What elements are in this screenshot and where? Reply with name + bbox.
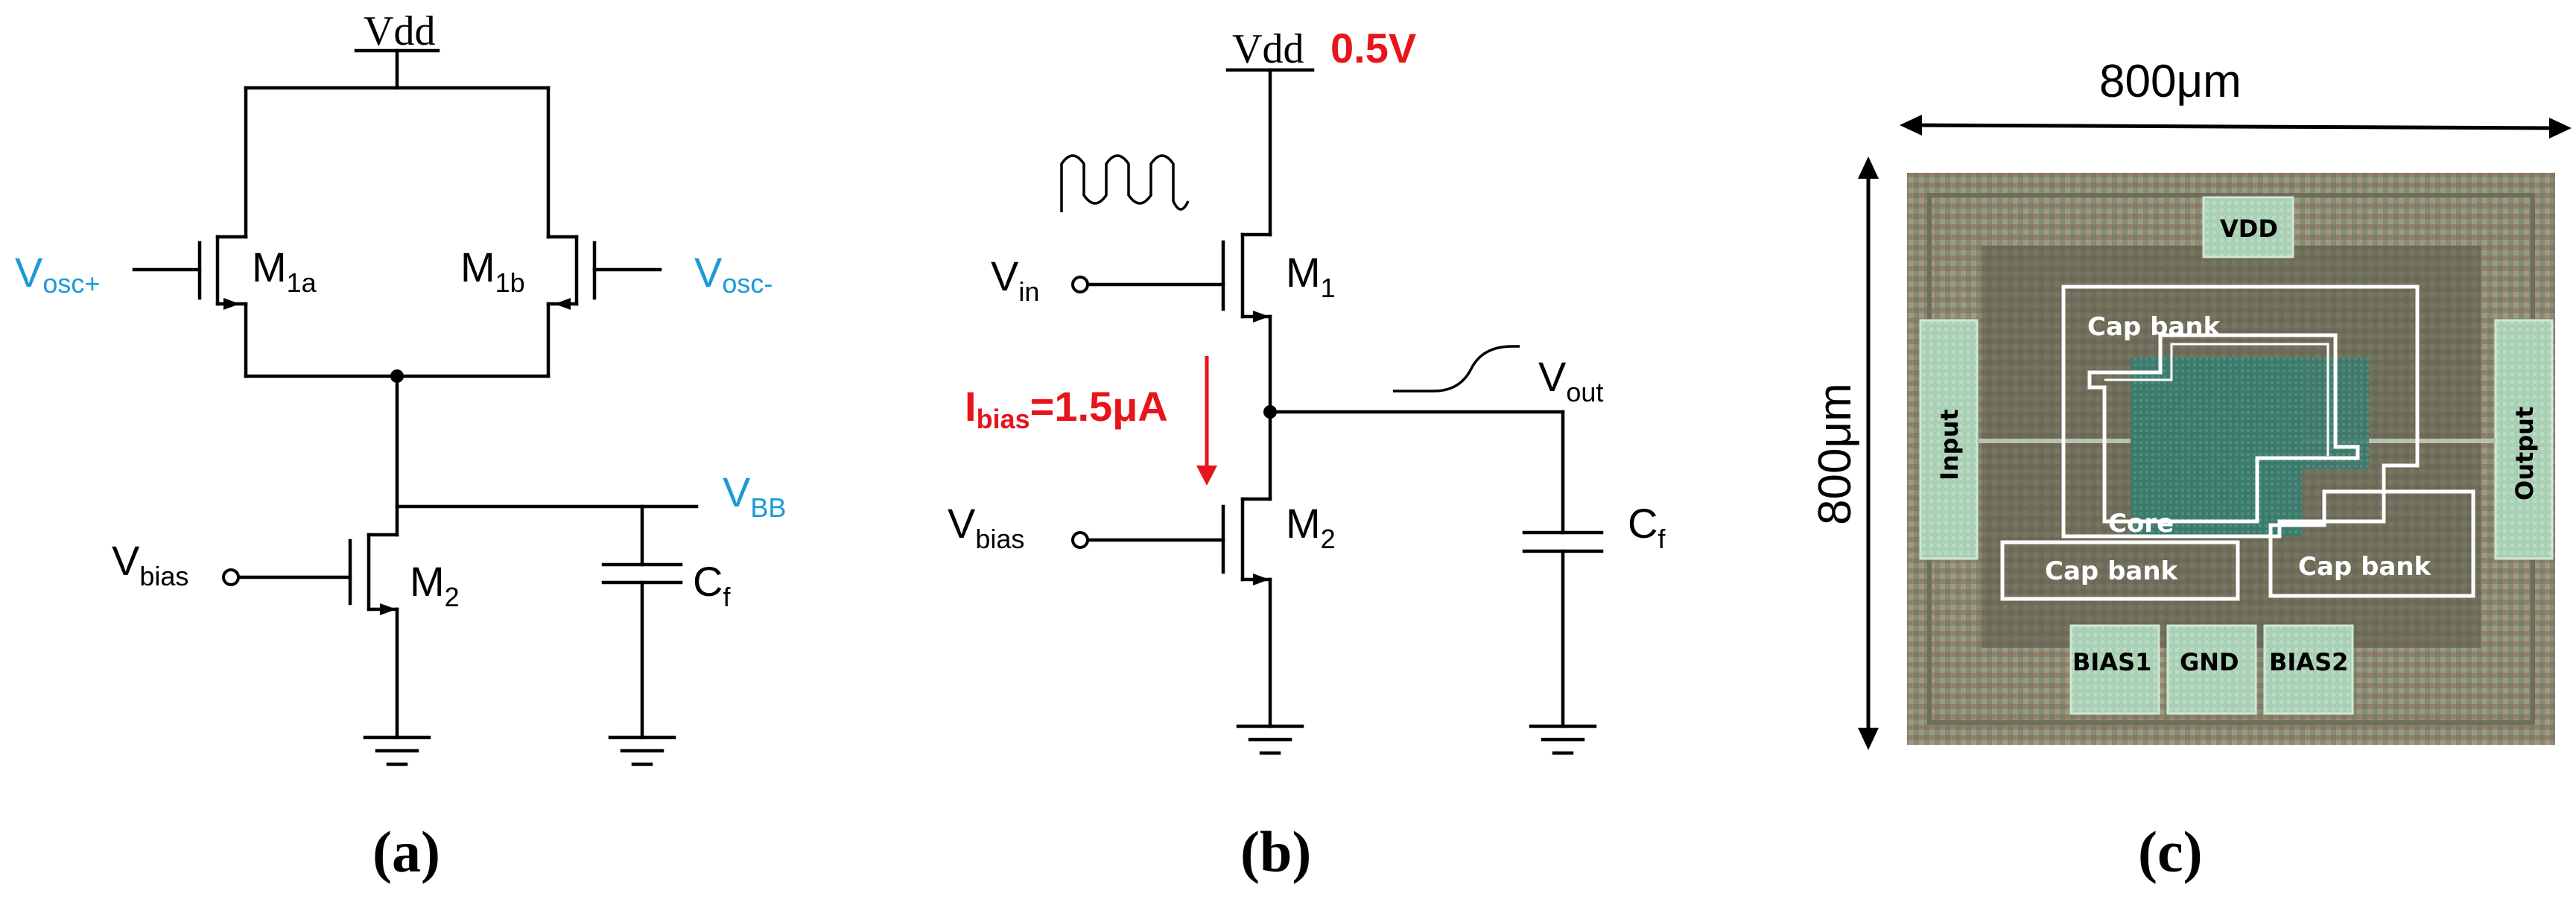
a-vbias-terminal xyxy=(222,568,240,586)
c-pad-output xyxy=(2494,319,2554,560)
b-vbias-terminal xyxy=(1071,531,1089,549)
c-pad-output-label: Output xyxy=(2510,407,2539,501)
b-input-sine xyxy=(1060,154,1190,212)
c-cap-bank-right-label: Cap bank xyxy=(2298,552,2432,582)
b-vin-label: Vin xyxy=(991,253,1039,307)
b-caption: (b) xyxy=(1240,819,1311,884)
c-pad-bias2-label: BIAS2 xyxy=(2269,648,2348,676)
a-cf-label: Cf xyxy=(693,558,731,612)
a-m1a-label: M1a xyxy=(252,244,317,298)
a-vdd-label: Vdd xyxy=(364,8,435,54)
a-m2-label: M2 xyxy=(410,558,460,612)
c-pad-bias1-label: BIAS1 xyxy=(2072,648,2151,676)
c-pad-bias1 xyxy=(2069,624,2160,715)
c-pad-vdd-label: VDD xyxy=(2220,215,2278,243)
a-m1b-label: M1b xyxy=(460,244,525,298)
c-caption: (c) xyxy=(2138,819,2203,884)
b-vdd-value: 0.5V xyxy=(1330,25,1416,72)
b-vout-label: Vout xyxy=(1538,353,1603,407)
c-core-block-2 xyxy=(2257,358,2369,469)
c-pad-bias2 xyxy=(2263,624,2354,715)
b-output-wave xyxy=(1393,345,1520,393)
c-cap-bank-left-label: Cap bank xyxy=(2045,556,2179,586)
c-height-arrow-top xyxy=(1858,156,1879,179)
a-m1b-arrow xyxy=(554,298,571,310)
a-m1a-arrow xyxy=(223,298,240,310)
b-vin-terminal xyxy=(1071,276,1089,293)
c-pad-gnd-label: GND xyxy=(2180,648,2239,676)
c-core-label: Core xyxy=(2108,509,2174,539)
c-pad-vdd xyxy=(2202,196,2294,258)
c-region-core xyxy=(2087,333,2360,524)
c-region-core-inner xyxy=(2104,343,2329,456)
a-vosc-plus-label: Vosc+ xyxy=(15,249,100,299)
c-region-cap-bank-right xyxy=(2268,489,2475,598)
c-region-cap-bank-top xyxy=(2061,285,2420,539)
c-region-cap-bank-left xyxy=(2000,540,2240,601)
c-pad-input xyxy=(1919,319,1979,560)
b-m1-label: M1 xyxy=(1286,249,1336,303)
a-m2-arrow xyxy=(380,603,396,615)
c-width-arrow xyxy=(1908,123,2563,130)
b-ibias-label: Ibias=1.5μA xyxy=(965,383,1168,434)
c-height-label: 800μm xyxy=(1809,383,1861,525)
b-m2-label: M2 xyxy=(1286,500,1336,554)
c-pad-input-label: Input xyxy=(1935,409,1964,480)
b-vbias-label: Vbias xyxy=(948,500,1024,554)
c-width-arrow-right xyxy=(2549,118,2572,139)
panel-b-schematic: Vdd 0.5V Ibias=1.5μA xyxy=(948,25,1666,884)
panel-a-schematic: Vdd xyxy=(15,8,786,884)
c-height-arrow-bottom xyxy=(1858,728,1879,750)
a-vbb-label: VBB xyxy=(723,469,786,523)
c-cap-bank-top-label: Cap bank xyxy=(2087,312,2221,342)
c-width-label: 800μm xyxy=(2099,56,2242,107)
b-vdd-label: Vdd xyxy=(1232,26,1304,72)
c-width-arrow-left xyxy=(1900,115,1922,136)
a-caption: (a) xyxy=(372,819,440,884)
b-ibias-arrowhead xyxy=(1196,466,1217,486)
b-m2-arrow xyxy=(1253,574,1269,585)
panel-c-chip-photo: 800μm 800μm VDD Input Output BIAS1 GND B… xyxy=(1809,56,2572,884)
a-vosc-minus-label: Vosc- xyxy=(694,249,773,299)
a-vbias-label: Vbias xyxy=(112,537,188,591)
c-pad-gnd xyxy=(2166,624,2257,715)
b-m1-arrow xyxy=(1253,311,1269,323)
b-cf-label: Cf xyxy=(1628,500,1666,554)
